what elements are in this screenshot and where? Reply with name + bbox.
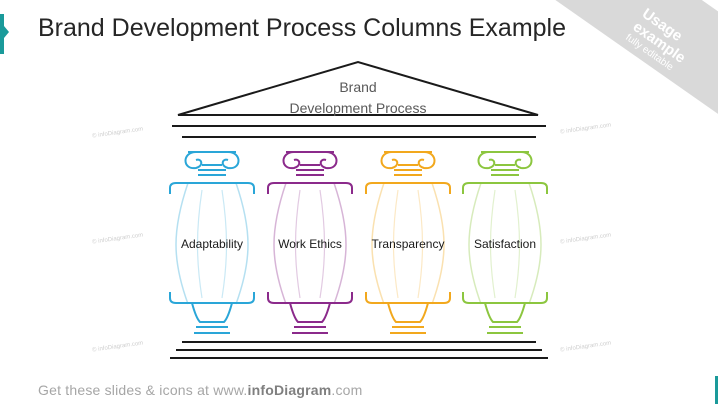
roof-label-line-1: Brand — [339, 79, 376, 95]
pillar-top-bracket — [267, 182, 353, 194]
pillar-label: Satisfaction — [474, 237, 536, 251]
pillar-label: Adaptability — [181, 237, 243, 251]
footer-prefix: Get these slides & icons at www. — [38, 382, 248, 398]
pillar-shaft-right — [235, 182, 249, 305]
pillar-shaft-left — [175, 182, 189, 305]
left-accent-bar — [0, 14, 4, 54]
pillar: Satisfaction — [462, 151, 548, 334]
pillar-bottom-bracket — [267, 292, 353, 304]
page-title: Brand Development Process Columns Exampl… — [38, 14, 567, 42]
temple-roof — [172, 60, 546, 138]
pillar-bottom-bracket — [169, 292, 255, 304]
temple-base — [170, 341, 548, 359]
pillar-volute-right — [221, 151, 240, 170]
pillar-volute-right — [319, 151, 338, 170]
pillar-shaft-flute — [514, 189, 521, 299]
footer-credit: Get these slides & icons at www.infoDiag… — [38, 382, 363, 398]
pillar-volute-right — [514, 151, 533, 170]
pillar-label: Work Ethics — [278, 237, 342, 251]
pillar-base-taper — [191, 302, 233, 323]
pillar-volute-left — [282, 151, 301, 170]
pillar-volute-left — [380, 151, 399, 170]
pillar-top-bracket — [365, 182, 451, 194]
pillar-shaft-flute — [319, 189, 326, 299]
footer-suffix: .com — [331, 382, 363, 398]
footer-brand: infoDiagram — [247, 382, 332, 398]
pillar-shaft-flute — [417, 189, 424, 299]
left-accent-arrow — [4, 26, 9, 38]
pillar-top-bracket — [169, 182, 255, 194]
pillar-shaft-left — [468, 182, 482, 305]
pillar-base-taper — [289, 302, 331, 323]
pillar-base-taper — [387, 302, 429, 323]
pillar-shaft-right — [333, 182, 347, 305]
pillar-shaft-flute — [392, 189, 399, 299]
pillar-shaft-right — [431, 182, 445, 305]
pillar-shaft-left — [273, 182, 287, 305]
pillar-label: Transparency — [372, 237, 445, 251]
bottom-right-accent — [715, 376, 718, 404]
pillar: Work Ethics — [267, 151, 353, 334]
pillar-shaft-right — [528, 182, 542, 305]
pillar: Adaptability — [169, 151, 255, 334]
pillar-volute-left — [477, 151, 496, 170]
pillar: Transparency — [365, 151, 451, 334]
pillar-shaft-flute — [221, 189, 228, 299]
pillars-group: Adaptability Work Ethics Transparency Satis… — [169, 151, 548, 334]
pillar-bottom-bracket — [462, 292, 548, 304]
pillar-volute-right — [417, 151, 436, 170]
pillar-base-taper — [484, 302, 526, 323]
roof-label-line-2: Development Process — [290, 100, 427, 116]
pillar-volute-left — [184, 151, 203, 170]
roof-triangle — [177, 60, 539, 116]
pillar-bottom-bracket — [365, 292, 451, 304]
pillar-shaft-flute — [294, 189, 301, 299]
pillar-shaft-left — [371, 182, 385, 305]
pillar-shaft-flute — [489, 189, 496, 299]
pillar-top-bracket — [462, 182, 548, 194]
pillar-shaft-flute — [196, 189, 203, 299]
